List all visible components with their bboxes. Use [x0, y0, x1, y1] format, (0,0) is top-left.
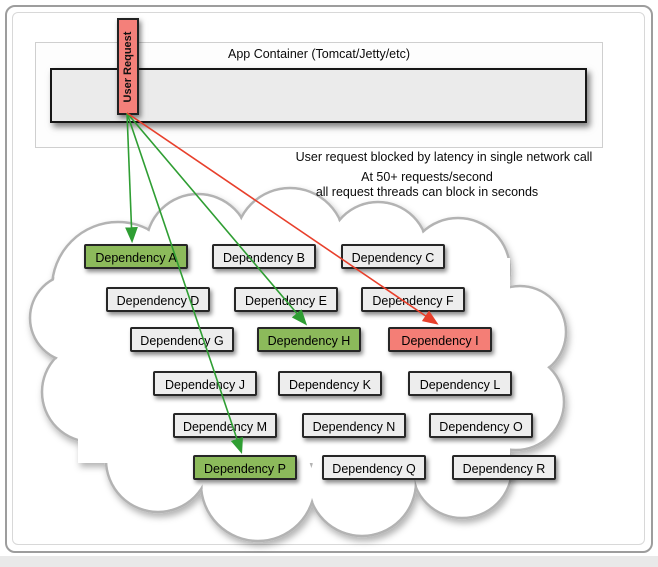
app-container-title: App Container (Tomcat/Jetty/etc)	[227, 47, 411, 61]
dependency-box-h: Dependency H	[257, 327, 361, 352]
rate-note-line1: At 50+ requests/second	[361, 170, 493, 184]
dependency-box-p: Dependency P	[193, 455, 297, 480]
dependency-box-c: Dependency C	[341, 244, 445, 269]
dependency-box-m: Dependency M	[173, 413, 277, 438]
rate-note: At 50+ requests/second all request threa…	[316, 170, 538, 200]
dependency-box-i: Dependency I	[388, 327, 492, 352]
dependency-box-f: Dependency F	[361, 287, 465, 312]
dependency-box-q: Dependency Q	[322, 455, 426, 480]
rate-note-line2: all request threads can block in seconds	[315, 185, 539, 199]
dependency-box-b: Dependency B	[212, 244, 316, 269]
dependency-box-o: Dependency O	[429, 413, 533, 438]
dependency-box-r: Dependency R	[452, 455, 556, 480]
inner-frame	[12, 12, 645, 545]
bottom-strip	[0, 556, 658, 567]
dependency-box-j: Dependency J	[153, 371, 257, 396]
dependency-box-e: Dependency E	[234, 287, 338, 312]
dependency-box-l: Dependency L	[408, 371, 512, 396]
dependency-box-n: Dependency N	[302, 413, 406, 438]
blocked-note: User request blocked by latency in singl…	[295, 150, 593, 164]
user-request-label: User Request	[122, 31, 134, 102]
user-request-box: User Request	[117, 18, 139, 115]
dependency-box-a: Dependency A	[84, 244, 188, 269]
dependency-box-d: Dependency D	[106, 287, 210, 312]
dependency-box-g: Dependency G	[130, 327, 234, 352]
dependency-box-k: Dependency K	[278, 371, 382, 396]
